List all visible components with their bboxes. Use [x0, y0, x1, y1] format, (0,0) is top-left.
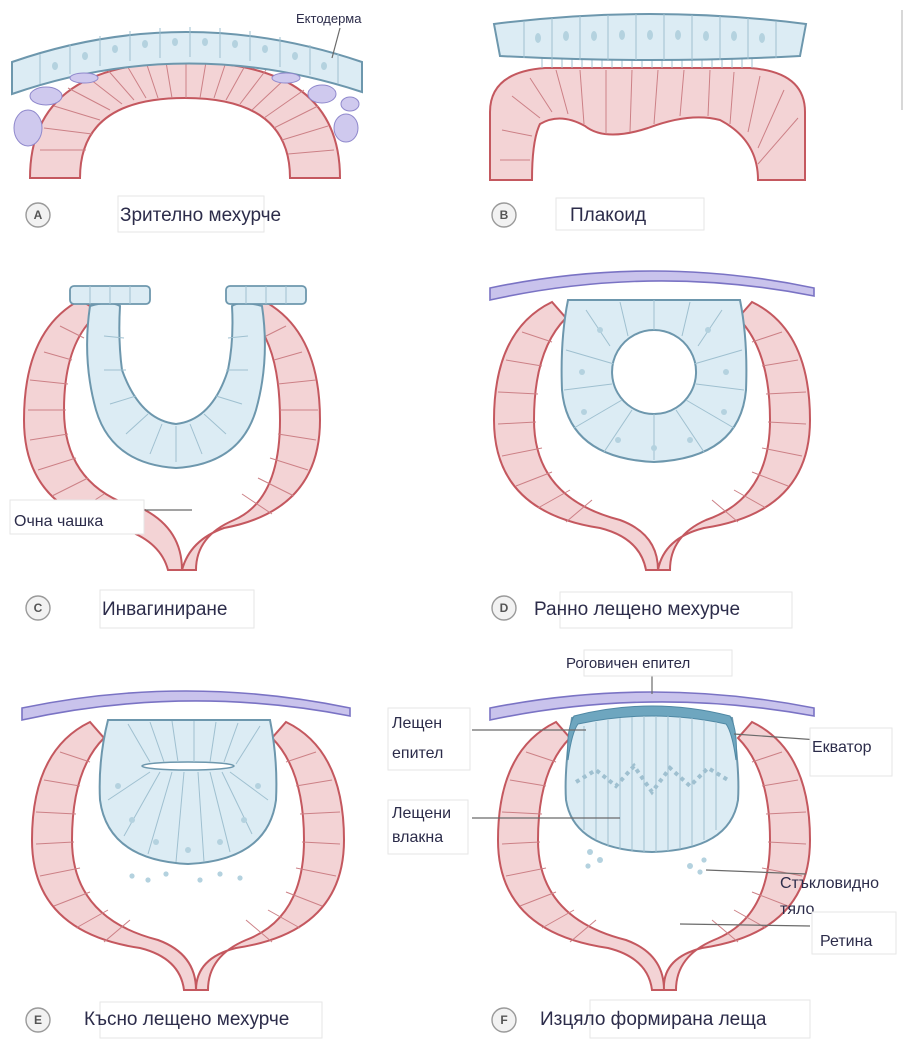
- optic-cup-label: Очна чашка: [14, 513, 103, 530]
- panel-c-letter: C: [34, 601, 43, 615]
- equator-label: Екватор: [812, 739, 872, 756]
- cornea-d: [490, 271, 814, 300]
- panel-d-letter: D: [500, 601, 509, 615]
- lens-fibers-label-1: Лещени: [392, 805, 451, 822]
- panel-a-caption: Зрително мехурче: [120, 205, 281, 226]
- panel-b-caption: Плакоид: [570, 205, 646, 226]
- lens-epithelium-label-2: епител: [392, 745, 443, 762]
- mature-lens: [566, 708, 739, 852]
- panel-e: E Късно лещено мехурче: [22, 691, 350, 1038]
- retina-label: Ретина: [820, 933, 872, 950]
- panel-b-letter: B: [500, 208, 509, 222]
- vitreous-label-1: Стъкловидно: [780, 875, 879, 892]
- ectoderm-label: Ектодерма: [296, 11, 362, 26]
- lens-epithelium-label-1: Лещен: [392, 715, 442, 732]
- panel-a-letter: A: [34, 208, 43, 222]
- panel-a: Ектодерма A Зрително мехурче: [12, 11, 362, 232]
- lens-fibers-label-2: влакна: [392, 829, 443, 846]
- panel-c: Очна чашка C Инвагиниране: [10, 286, 320, 628]
- panel-e-letter: E: [34, 1013, 42, 1027]
- panel-e-caption: Късно лещено мехурче: [84, 1009, 289, 1030]
- panel-f: Роговичен епител Лещен епител Лещени вла…: [388, 650, 896, 1038]
- panel-f-caption: Изцяло формирана леща: [540, 1009, 767, 1030]
- vitreous-label-2: тяло: [780, 901, 815, 918]
- panel-d: D Ранно лещено мехурче: [490, 271, 814, 628]
- panel-d-caption: Ранно лещено мехурче: [534, 599, 740, 620]
- panel-f-letter: F: [500, 1013, 507, 1027]
- cornea-e: [22, 691, 350, 720]
- panel-b: B Плакоид: [490, 14, 806, 230]
- panel-c-caption: Инвагиниране: [102, 599, 227, 620]
- corneal-epithelium-label: Роговичен епител: [566, 655, 690, 672]
